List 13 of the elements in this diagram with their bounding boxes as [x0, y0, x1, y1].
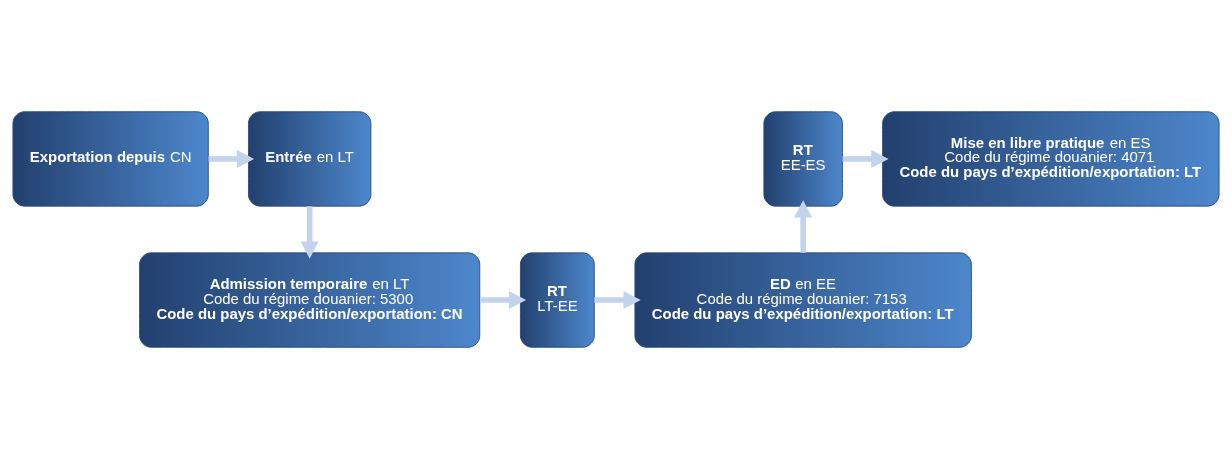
node-box: RT EE-ES: [763, 111, 843, 207]
node-box: ED en EE Code du régime douanier: 7153 Code du pays d’expédition/exportation: LT: [634, 252, 972, 348]
node-box: RT LT-EE: [519, 252, 595, 348]
arrow: [594, 291, 641, 310]
node-box: Mise en libre pratique en ES Code du régime douanier: 4071 Code du pays d’expédition/exportation: LT: [882, 111, 1220, 207]
arrow: [794, 200, 813, 253]
arrow: [479, 291, 527, 310]
arrow: [842, 149, 889, 168]
node-box: Exportation depuis CN: [12, 111, 209, 207]
arrow: [208, 149, 255, 168]
arrow: [300, 206, 319, 259]
node-box: Admission temporaire en LT Code du régime douanier: 5300 Code du pays d’expédition/exportation: CN: [139, 252, 481, 348]
node-box: Entrée en LT: [248, 111, 372, 207]
